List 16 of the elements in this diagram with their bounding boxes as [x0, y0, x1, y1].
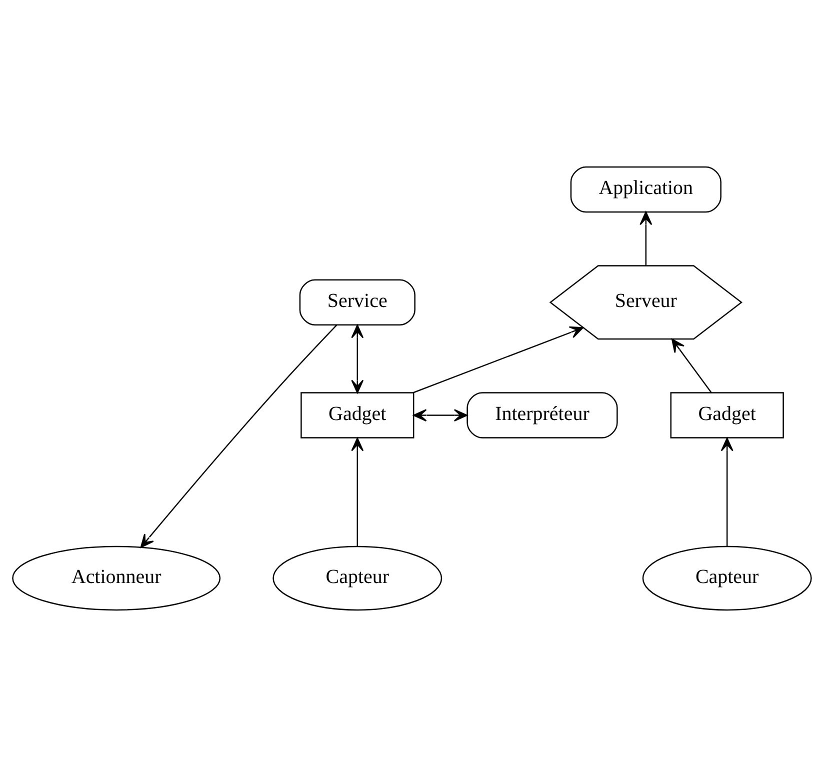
- node-ellipse: Actionneur: [12, 545, 221, 610]
- arrow: [351, 437, 364, 546]
- node-ellipse: Capteur: [272, 545, 442, 610]
- arrow: [640, 210, 652, 266]
- node-box: Gadget: [300, 392, 414, 438]
- arrow: [351, 324, 364, 393]
- arrow: [413, 408, 468, 422]
- arrow: [140, 324, 338, 548]
- node-box: Gadget: [670, 392, 784, 438]
- arrow: [671, 338, 712, 393]
- node-box: Interpréteur: [466, 392, 618, 438]
- node-box: Application: [570, 166, 722, 212]
- node-ellipse: Capteur: [642, 545, 812, 610]
- arrow: [412, 326, 584, 393]
- node-box: Service: [299, 278, 416, 325]
- arrow: [720, 437, 734, 546]
